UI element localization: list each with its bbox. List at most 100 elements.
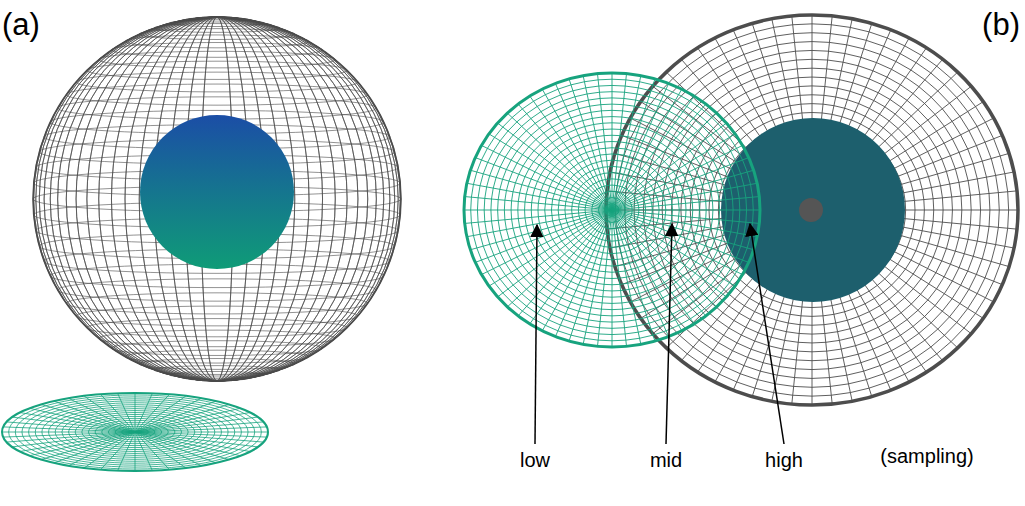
meridian-line <box>76 17 358 381</box>
latitude-line <box>125 350 309 363</box>
meridian-line <box>34 17 401 381</box>
spoke-line <box>7 432 135 442</box>
spoke-line <box>612 96 694 210</box>
spoke-line <box>135 393 136 432</box>
spoke-line <box>612 89 682 210</box>
inner-ball <box>140 115 294 269</box>
spoke-line <box>612 210 655 341</box>
meridian-line <box>111 17 322 381</box>
spoke-line <box>542 210 612 331</box>
spoke-line <box>135 394 169 432</box>
spoke-line <box>498 123 612 210</box>
spoke-line <box>555 83 612 210</box>
pointer-arrow <box>666 224 672 444</box>
spoke-line <box>612 210 613 347</box>
latitude-line <box>139 359 295 370</box>
meridian-line <box>139 17 295 381</box>
spoke-line <box>118 393 135 432</box>
spoke-line <box>498 210 612 297</box>
spoke-line <box>135 427 267 432</box>
pole-dot <box>799 198 823 222</box>
meridian-line <box>58 17 377 381</box>
callout-label: high <box>765 449 803 471</box>
meridian-line <box>111 17 322 381</box>
latitude-line <box>87 61 347 79</box>
spoke-line <box>612 210 669 337</box>
panel-label: (a) <box>2 8 40 42</box>
meridian-line <box>99 17 336 381</box>
meridian-line <box>125 17 309 381</box>
spoke-line <box>612 73 613 210</box>
meridian-line <box>44 17 390 381</box>
meridian-line <box>66 17 367 381</box>
meridian-line <box>39 17 394 381</box>
latitude-line <box>87 319 347 337</box>
spoke-line <box>612 210 743 275</box>
latitude-line <box>154 366 280 375</box>
latitude-line <box>111 341 322 356</box>
spoke-line <box>7 422 135 432</box>
spoke-line <box>489 134 612 210</box>
meridian-line <box>44 17 390 381</box>
wireframe-disk <box>2 393 268 471</box>
spoke-line <box>135 432 263 442</box>
spoke-line <box>69 398 136 432</box>
meridian-line <box>87 17 347 381</box>
latitude-line <box>99 51 336 68</box>
spoke-line <box>135 422 263 432</box>
wireframe-sphere <box>33 17 401 382</box>
spoke-line <box>583 76 612 210</box>
spoke-line <box>542 89 612 210</box>
latitude-line <box>76 306 358 326</box>
meridian-line <box>87 17 347 381</box>
spoke-line <box>518 104 612 210</box>
spoke-line <box>612 210 726 297</box>
spoke-line <box>135 432 268 433</box>
meridian-line <box>50 17 384 381</box>
latitude-line <box>66 84 367 105</box>
spoke-line <box>612 123 726 210</box>
spoke-line <box>612 170 754 210</box>
spoke-line <box>530 210 612 324</box>
spoke-line <box>612 210 760 211</box>
latitude-line <box>76 72 358 92</box>
spoke-line <box>467 210 612 237</box>
spoke-line <box>612 210 641 344</box>
latitude-line <box>169 371 264 378</box>
meridian-line <box>76 17 358 381</box>
pointer-arrow <box>750 224 784 444</box>
pointer-arrow <box>535 225 537 444</box>
spoke-line <box>20 432 135 452</box>
latitude-line <box>169 20 264 27</box>
spoke-line <box>465 210 612 223</box>
latitude-line <box>66 293 367 314</box>
spoke-line <box>612 158 749 210</box>
meridian-line <box>36 17 398 381</box>
sphere-outline <box>33 17 401 381</box>
spoke-line <box>135 432 169 470</box>
meridian-line <box>58 17 377 381</box>
spoke-line <box>84 396 135 432</box>
spoke-line <box>612 183 757 210</box>
spoke-line <box>612 74 627 210</box>
spoke-line <box>101 432 135 470</box>
spoke-line <box>612 83 669 210</box>
spoke-line <box>464 210 612 211</box>
meridian-line <box>99 17 336 381</box>
callout-label: low <box>520 449 550 471</box>
spoke-line <box>2 432 135 433</box>
meridian-line <box>39 17 394 381</box>
meridian-line <box>36 17 398 381</box>
ring-line <box>606 15 1018 405</box>
spoke-line <box>475 210 612 262</box>
ring-line <box>464 73 760 347</box>
spoke-line <box>612 210 735 286</box>
meridian-line <box>34 17 401 381</box>
spoke-line <box>612 104 706 210</box>
meridian-line <box>50 17 384 381</box>
latitude-line <box>58 279 377 301</box>
spoke-line <box>481 145 612 210</box>
spoke-line <box>518 210 612 316</box>
spoke-line <box>475 158 612 210</box>
spoke-line <box>555 210 612 337</box>
